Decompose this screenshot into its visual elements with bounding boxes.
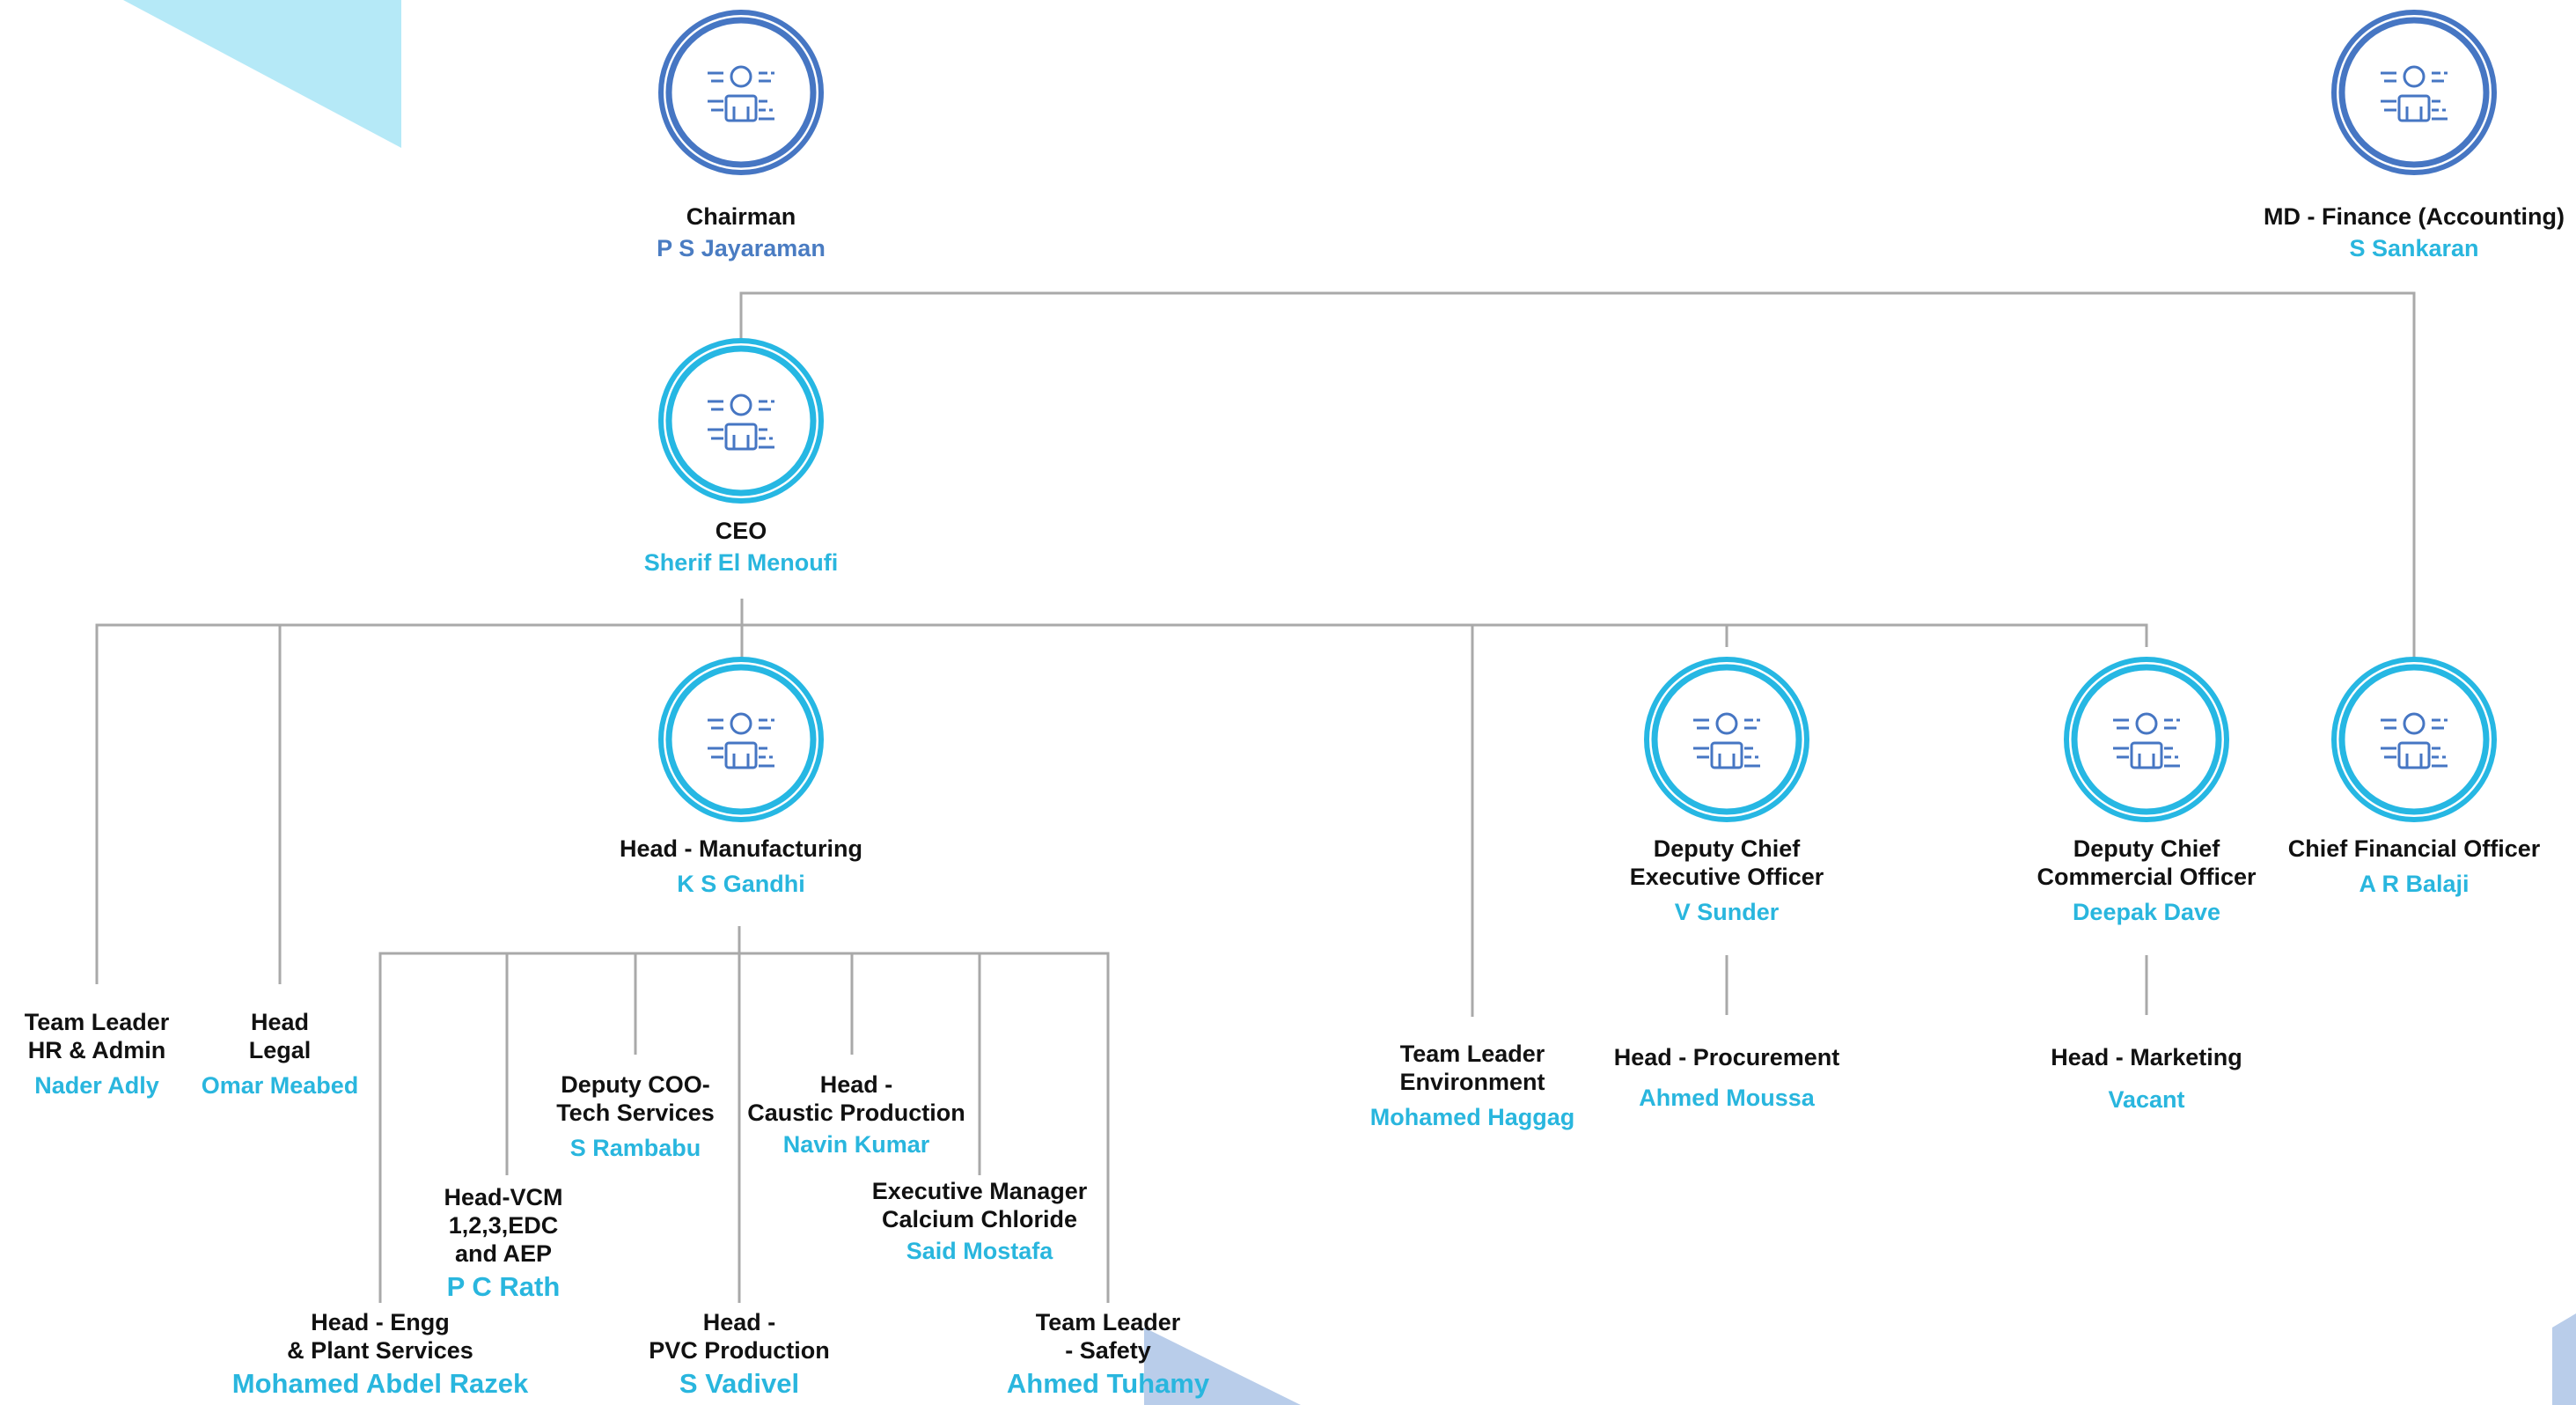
node-title-line1: Head - — [702, 1309, 776, 1335]
node-title-line2: Environment — [1399, 1069, 1545, 1095]
node-name: A R Balaji — [2359, 871, 2470, 897]
node-title: Chief Financial Officer — [2287, 835, 2541, 862]
node-title-line1: Team Leader — [1399, 1041, 1545, 1067]
node-title-line2: & Plant Services — [287, 1337, 473, 1364]
node-title: MD - Finance (Accounting) — [2264, 203, 2565, 230]
node-deputy-ceo: Deputy Chief Executive Officer V Sunder — [1630, 835, 1824, 926]
node-title-line2: Executive Officer — [1629, 864, 1824, 890]
node-name: Omar Meabed — [201, 1072, 359, 1099]
node-title-line1: Deputy Chief — [2073, 835, 2220, 862]
person-icon-chairman — [658, 10, 824, 175]
node-title-line2: HR & Admin — [27, 1037, 166, 1063]
node-title: Chairman — [686, 203, 796, 230]
node-title-line1: Team Leader — [1035, 1309, 1181, 1335]
node-name: Nader Adly — [34, 1072, 159, 1099]
person-icon-cfo — [2331, 657, 2497, 822]
node-team-leader-safety: Team Leader - Safety Ahmed Tuhamy — [1007, 1308, 1209, 1400]
node-cfo: Chief Financial Officer A R Balaji — [2288, 835, 2541, 898]
node-title-line1: Deputy COO- — [561, 1071, 710, 1098]
person-icon-deputy-ceo — [1644, 657, 1809, 822]
node-head-procurement: Head - Procurement Ahmed Moussa — [1614, 1043, 1840, 1112]
node-ceo: CEO Sherif El Menoufi — [644, 517, 839, 577]
node-title-line2: Calcium Chloride — [881, 1206, 1078, 1232]
node-name: V Sunder — [1674, 899, 1780, 925]
node-title-line1: Team Leader — [24, 1009, 170, 1035]
node-team-leader-hr: Team Leader HR & Admin Nader Adly — [25, 1008, 170, 1100]
node-title: CEO — [715, 518, 767, 544]
node-title-line2: Tech Services — [556, 1100, 715, 1126]
node-deputy-coo: Deputy COO- Tech Services S Rambabu — [556, 1070, 715, 1162]
decor-triangle-top-left — [123, 0, 401, 148]
node-deputy-cco: Deputy Chief Commercial Officer Deepak D… — [2037, 835, 2256, 926]
node-title-line2: 1,2,3,EDC — [448, 1212, 559, 1239]
node-name: Sherif El Menoufi — [643, 549, 839, 576]
node-md-finance: MD - Finance (Accounting) S Sankaran — [2264, 202, 2565, 262]
node-name: Ahmed Moussa — [1639, 1085, 1815, 1111]
node-name: S Rambabu — [569, 1135, 701, 1161]
node-title-line2: Commercial Officer — [2037, 864, 2257, 890]
node-name: P S Jayaraman — [657, 235, 826, 261]
person-icon-md-finance — [2331, 10, 2497, 175]
node-title-line3: and AEP — [454, 1240, 553, 1267]
node-head-engg: Head - Engg & Plant Services Mohamed Abd… — [232, 1308, 528, 1400]
node-head-legal: Head Legal Omar Meabed — [202, 1008, 359, 1100]
node-name: S Sankaran — [2349, 235, 2479, 261]
node-title: Head - Marketing — [2051, 1044, 2242, 1070]
node-name: Mohamed Haggag — [1369, 1104, 1575, 1130]
node-team-leader-environment: Team Leader Environment Mohamed Haggag — [1370, 1040, 1575, 1131]
node-title-line2: Legal — [248, 1037, 312, 1063]
node-name: S Vadivel — [679, 1368, 800, 1399]
person-icon-deputy-cco — [2064, 657, 2229, 822]
node-title-line1: Head-VCM — [444, 1184, 563, 1210]
node-name: Navin Kumar — [782, 1131, 930, 1158]
node-name: P C Rath — [446, 1271, 561, 1302]
node-title-line1: Head — [250, 1009, 310, 1035]
person-icon-ceo — [658, 338, 824, 504]
connector-lines — [95, 291, 2416, 1303]
node-title-line2: PVC Production — [649, 1337, 830, 1364]
node-exec-calcium: Executive Manager Calcium Chloride Said … — [872, 1177, 1088, 1265]
node-title: Head - Manufacturing — [619, 835, 863, 862]
node-title-line1: Head - Engg — [311, 1309, 450, 1335]
node-head-pvc: Head - PVC Production S Vadivel — [649, 1308, 830, 1400]
node-title-line1: Head - — [819, 1071, 893, 1098]
node-title-line1: Deputy Chief — [1653, 835, 1801, 862]
node-title-line1: Executive Manager — [871, 1178, 1088, 1204]
node-name: Vacant — [2108, 1086, 2185, 1113]
node-name: K S Gandhi — [677, 871, 805, 897]
node-head-caustic: Head - Caustic Production Navin Kumar — [747, 1070, 965, 1159]
node-name: Mohamed Abdel Razek — [231, 1368, 529, 1399]
node-chairman: Chairman P S Jayaraman — [657, 202, 826, 262]
decor-triangle-bottom-right — [2552, 1313, 2576, 1405]
node-head-manufacturing: Head - Manufacturing K S Gandhi — [620, 835, 862, 898]
node-title-line2: Caustic Production — [747, 1100, 965, 1126]
node-title-line2: - Safety — [1065, 1337, 1151, 1364]
person-icon-head-manufacturing — [658, 657, 824, 822]
node-head-vcm: Head-VCM 1,2,3,EDC and AEP P C Rath — [444, 1183, 562, 1303]
node-name: Said Mostafa — [906, 1238, 1053, 1264]
node-name: Deepak Dave — [2072, 899, 2221, 925]
node-head-marketing: Head - Marketing Vacant — [2051, 1043, 2242, 1114]
decor-triangle-bottom-center — [1144, 1328, 1301, 1405]
node-title: Head - Procurement — [1613, 1044, 1840, 1070]
node-name: Ahmed Tuhamy — [1006, 1368, 1210, 1399]
